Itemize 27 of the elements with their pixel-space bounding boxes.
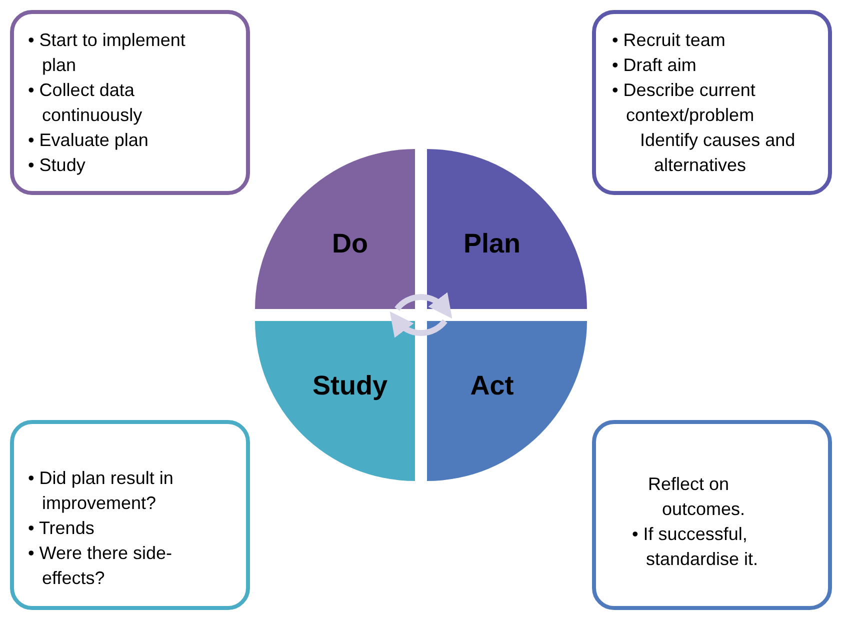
quadrant-sector [427, 149, 587, 309]
bullet-item: • Did plan result in improvement? [28, 467, 174, 515]
note-card [10, 420, 250, 610]
bullet-item: • Evaluate plan [28, 129, 150, 152]
bullet-item: • Recruit team [612, 29, 726, 52]
quadrant-sector [255, 149, 415, 309]
quadrant-sector [255, 321, 415, 481]
bullet-item: Identify causes and alternatives [640, 129, 796, 177]
bullet-item: • Collect data continuously [28, 79, 144, 127]
bullet-item: • Were there side-effects? [28, 542, 174, 590]
note-card [592, 10, 832, 195]
cycle-arrow [389, 312, 448, 338]
quadrant-sector [427, 321, 587, 481]
quadrant-label: Plan [463, 228, 521, 260]
bullet-item: • Trends [28, 517, 96, 540]
note-card [592, 420, 832, 610]
cycle-arrow [394, 292, 453, 318]
bullet-item: • Draft aim [612, 54, 698, 77]
bullet-item: Reflect on outcomes. [648, 473, 746, 521]
quadrant-label: Act [470, 370, 514, 402]
quadrant-label: Study [312, 370, 388, 402]
bullet-item: • If successful, standardise it. [632, 523, 760, 571]
quadrant-label: Do [332, 228, 368, 260]
bullet-item: • Start to implement plan [28, 29, 186, 77]
note-card [10, 10, 250, 195]
bullet-item: • Study [28, 154, 86, 177]
bullet-item: • Describe current context/problem [612, 79, 756, 127]
